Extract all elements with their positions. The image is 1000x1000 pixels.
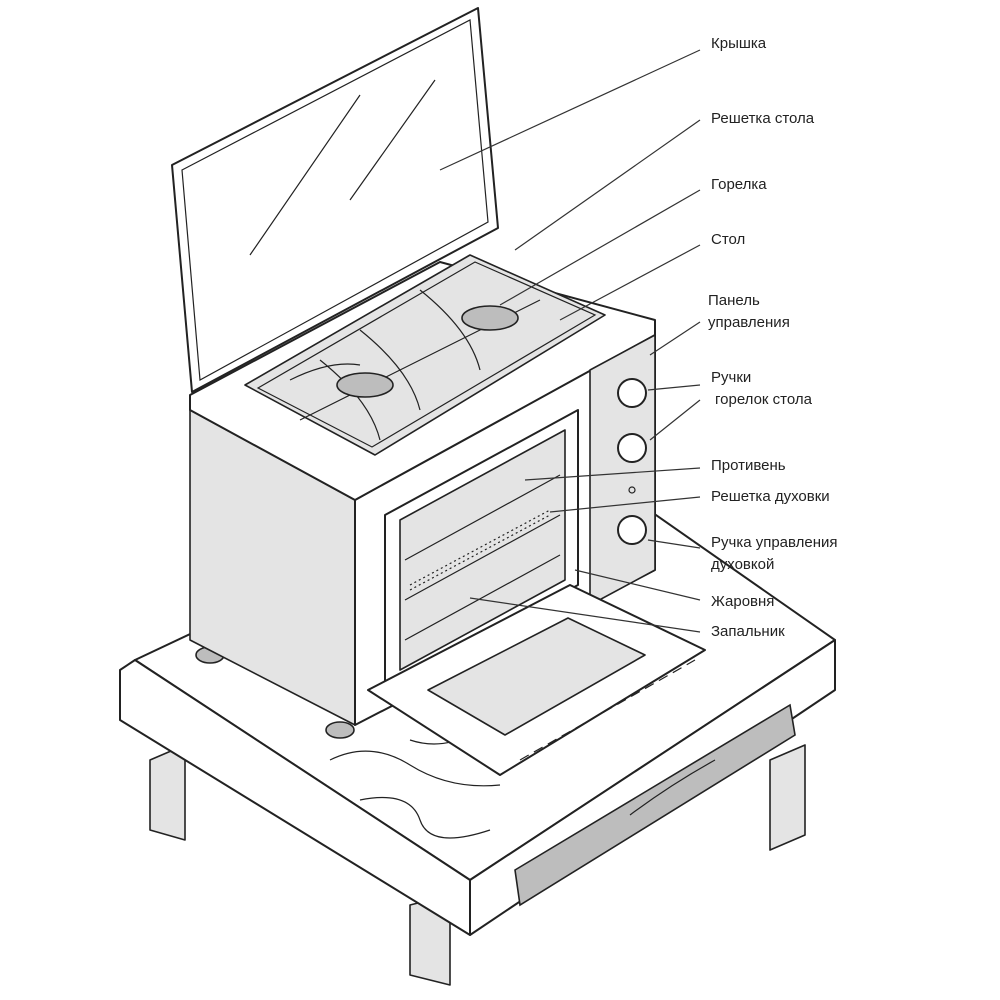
label-panel: Панель управления [708, 290, 790, 334]
label-oven-knob-line2: духовкой [711, 556, 775, 573]
leader-lines [439, 49, 701, 633]
label-roaster: Жаровня [711, 593, 775, 610]
cooktop-table [244, 254, 606, 456]
label-oven-knob: Ручка управления духовкой [711, 532, 838, 576]
label-burner-knobs: Ручки горелок стола [711, 367, 812, 411]
label-igniter: Запальник [711, 623, 785, 640]
label-table: Стол [711, 231, 746, 248]
label-tray: Противень [711, 457, 786, 474]
label-lid: Крышка [711, 35, 767, 52]
label-burner-knobs-line1: Ручки [711, 369, 752, 386]
label-burner: Горелка [711, 176, 767, 193]
burner-right [461, 305, 519, 331]
burner-knob [617, 433, 647, 463]
lid [171, 7, 499, 393]
label-table-grate: Решетка стола [711, 110, 815, 127]
label-burner-knobs-line2: горелок стола [715, 391, 812, 408]
label-panel-line2: управления [708, 314, 790, 331]
label-oven-knob-line1: Ручка управления [711, 534, 838, 551]
foot [325, 721, 355, 739]
label-oven-rack: Решетка духовки [711, 488, 830, 505]
oven-knob [617, 515, 647, 545]
label-panel-line1: Панель [708, 292, 760, 309]
burner-knob [617, 378, 647, 408]
oven-body [189, 254, 706, 776]
burner-left [336, 372, 394, 398]
